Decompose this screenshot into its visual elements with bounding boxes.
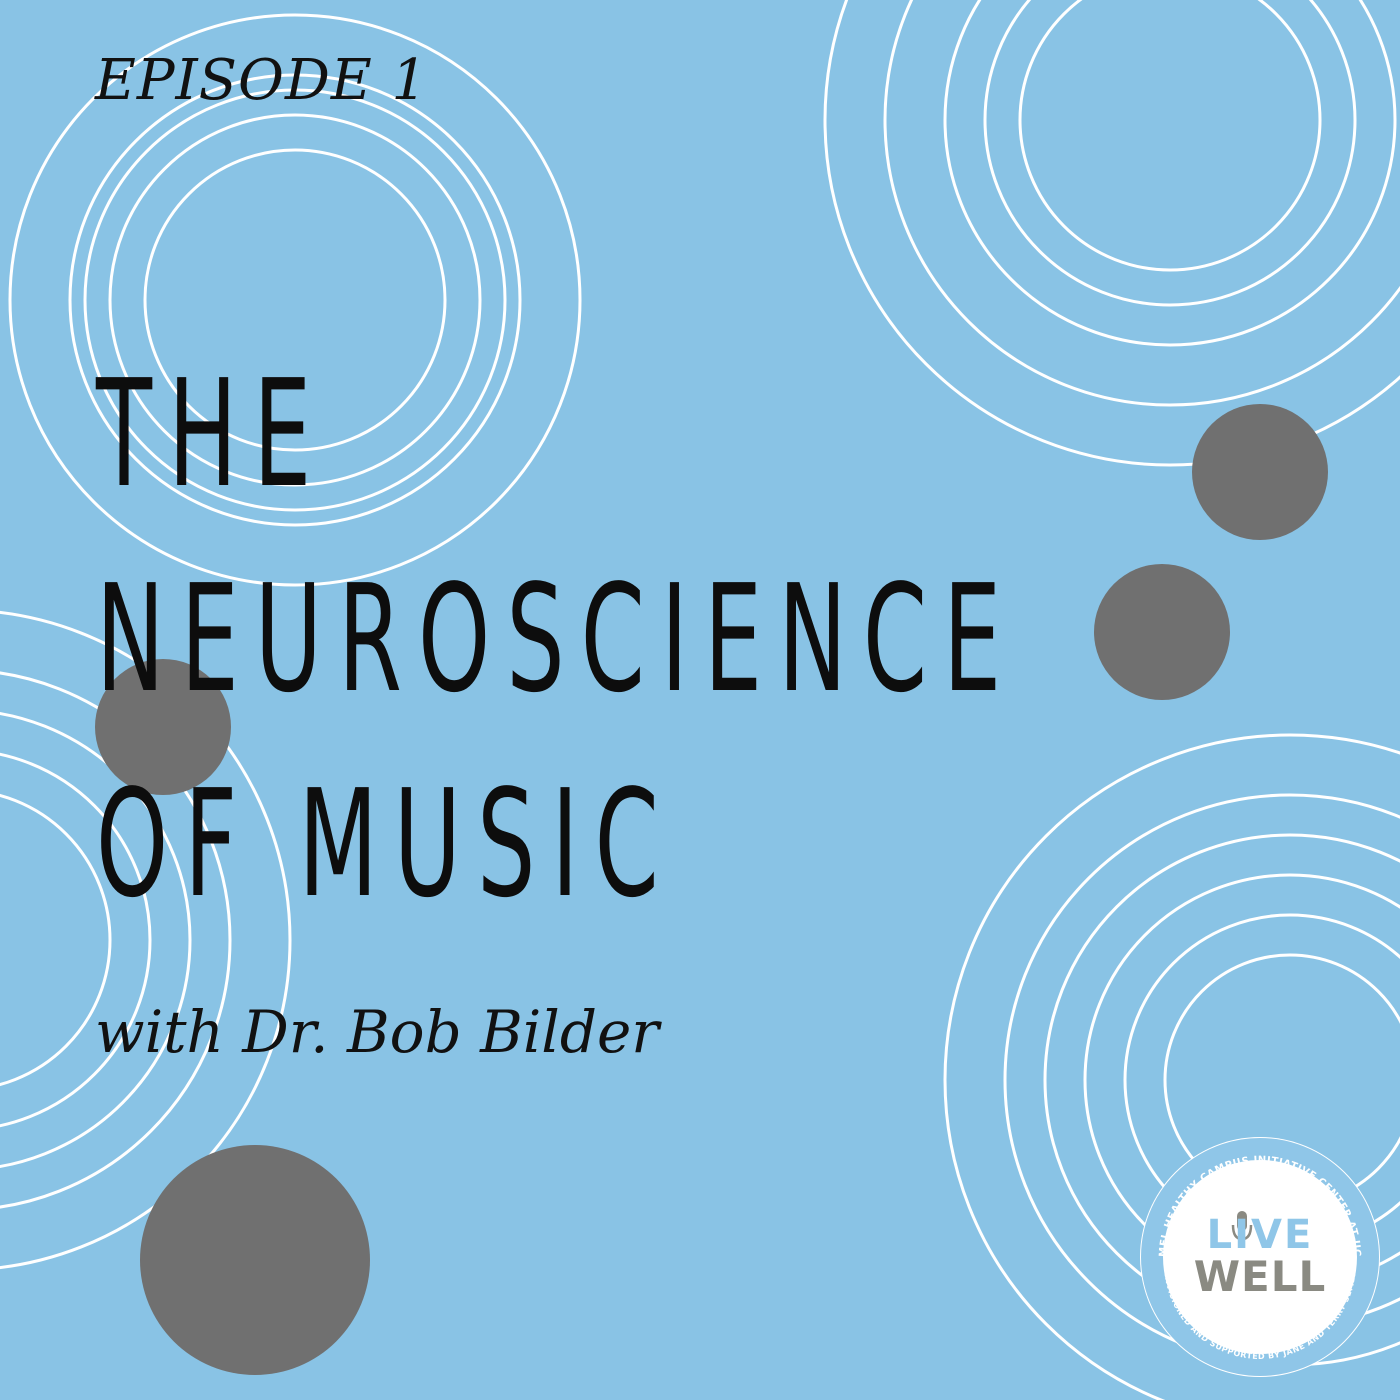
badge-logo-line-1: LIVE xyxy=(1207,1212,1314,1258)
guest-subtitle: with Dr. Bob Bilder xyxy=(95,998,660,1066)
gray-dot xyxy=(95,659,231,795)
badge-logo-line-2: WELL xyxy=(1194,1252,1327,1301)
concentric-rings-top-left xyxy=(8,13,582,587)
gray-dot xyxy=(140,1145,370,1375)
gray-dot xyxy=(1094,564,1230,700)
concentric-rings-left xyxy=(0,610,292,1270)
microphone-icon xyxy=(1231,1211,1253,1247)
episode-label: EPISODE 1 xyxy=(95,48,429,113)
title-line-1: THE xyxy=(96,348,328,520)
title-line-2: NEUROSCIENCE xyxy=(96,553,1018,725)
live-well-badge: SEMEL HEALTHY CAMPUS INITIATIVE CENTER A… xyxy=(1138,1135,1380,1377)
title-line-3: OF MUSIC xyxy=(96,758,675,930)
gray-dot xyxy=(1192,404,1328,540)
concentric-rings-top-right xyxy=(823,0,1400,467)
